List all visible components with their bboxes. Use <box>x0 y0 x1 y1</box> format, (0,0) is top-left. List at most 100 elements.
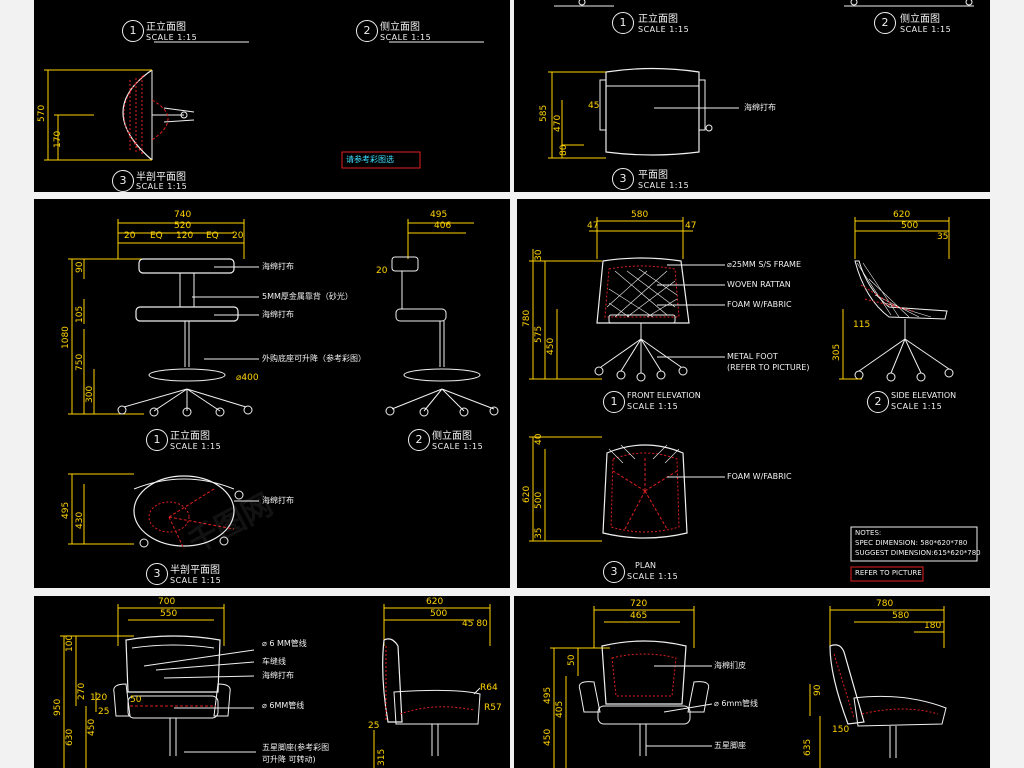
dim-305: 305 <box>832 343 842 361</box>
dim-1080: 1080 <box>61 326 71 349</box>
side-rattan-chair <box>854 260 954 382</box>
dim-105: 105 <box>75 305 85 323</box>
view-scale-3: SCALE 1:15 <box>638 181 690 190</box>
dim-120: 120 <box>90 693 108 703</box>
dim-270: 270 <box>77 682 87 700</box>
annotation-metal-foot: METAL FOOT <box>727 352 778 361</box>
view-title-3: 平面图 <box>638 170 668 181</box>
view-scale-3: SCALE 1:15 <box>170 576 222 585</box>
view-title-2: 侧立面图 <box>380 22 420 33</box>
drawing-panel-2: 1 正立面图 SCALE 1:15 2 侧立面图 SCALE 1:15 3 平面… <box>514 0 990 192</box>
panel-1-drawing <box>44 41 484 169</box>
dim-575: 575 <box>534 325 544 343</box>
plan-chair <box>599 67 739 156</box>
dim-20-b: 20 <box>232 231 244 241</box>
dim-35-b: 35 <box>534 527 544 539</box>
dim-465: 465 <box>630 611 648 621</box>
dim-950: 950 <box>53 698 63 716</box>
drawing-panel-3: 740 520 20 EQ 120 EQ 20 495 406 20 90 10… <box>34 199 510 588</box>
view-number-2: 2 <box>356 20 378 42</box>
side-office-chair <box>382 638 481 756</box>
front-office-chair <box>113 635 255 756</box>
dim-495-b: 495 <box>61 501 71 519</box>
dim-45: 45 <box>588 101 600 111</box>
view-number-1: 1 <box>603 391 625 413</box>
dim-150: 150 <box>832 725 850 735</box>
annotation-base: 五星脚座 <box>714 741 746 750</box>
side-executive-chair <box>829 644 947 758</box>
dim-50: 50 <box>567 654 577 666</box>
dim-620-b: 620 <box>522 485 532 503</box>
annotation-4: 外购底座可升降（参考彩图） <box>262 354 366 363</box>
panel-6-drawing <box>550 606 947 768</box>
dim-550: 550 <box>160 609 178 619</box>
view-scale-3: SCALE 1:15 <box>627 572 679 581</box>
view-title-1: 正立面图 <box>146 22 186 33</box>
dim-470: 470 <box>553 114 563 132</box>
annotation-pipe: ⌀ 6mm管线 <box>714 699 759 708</box>
dim-620: 620 <box>893 210 911 220</box>
view-scale-3: SCALE 1:15 <box>136 182 188 191</box>
view-title-1: 正立面图 <box>638 14 678 25</box>
dim-720: 720 <box>630 599 648 609</box>
view-number-3: 3 <box>112 170 134 192</box>
dim-495: 495 <box>430 210 448 220</box>
dim-50: 50 <box>130 695 142 705</box>
dim-120: 120 <box>176 231 194 241</box>
view-number-2: 2 <box>874 12 896 34</box>
dim-406: 406 <box>434 221 452 231</box>
half-plan-chair <box>122 69 195 161</box>
view-title-1: 正立面图 <box>170 431 210 442</box>
dim-90: 90 <box>75 261 85 273</box>
panel-4-drawing <box>529 217 978 582</box>
dim-400: ⌀400 <box>236 373 259 383</box>
view-number-3: 3 <box>603 561 625 583</box>
dim-r64: R64 <box>480 683 498 693</box>
dim-115: 115 <box>853 320 871 330</box>
view-scale-2: SCALE 1:15 <box>900 25 952 34</box>
annotation-3: 海绵打布 <box>262 310 294 319</box>
side-chair <box>385 256 499 417</box>
dim-450: 450 <box>87 718 97 736</box>
notes-suggest: SUGGEST DIMENSION:615*620*780 <box>855 549 981 557</box>
annotation-2: 5MM厚金属靠背（砂光） <box>262 292 353 301</box>
annotation-frame: ⌀25MM S/S FRAME <box>727 260 802 269</box>
annotation-pipe: ⌀ 6 MM管线 <box>262 639 307 648</box>
front-chair <box>117 258 253 417</box>
annotation-sponge: 海绵打布 <box>262 671 294 680</box>
view-scale-2: SCALE 1:15 <box>891 402 943 411</box>
dim-500: 500 <box>901 221 919 231</box>
dim-780: 780 <box>522 309 532 327</box>
annotation-pipe-2: ⌀ 6MM管线 <box>262 701 305 710</box>
view-number-1: 1 <box>146 429 168 451</box>
annotation-5: 海绵打布 <box>262 496 294 505</box>
view-scale-1: SCALE 1:15 <box>170 442 222 451</box>
dim-500-b: 500 <box>534 491 544 509</box>
view-scale-2: SCALE 1:15 <box>380 33 432 42</box>
view-number-3: 3 <box>612 168 634 190</box>
dim-180: 180 <box>924 621 942 631</box>
front-executive-chair <box>578 640 713 756</box>
view-title-3: 半剖平面图 <box>136 172 186 183</box>
dim-620: 620 <box>426 597 444 607</box>
view-number-2: 2 <box>867 391 889 413</box>
view-scale-1: SCALE 1:15 <box>638 25 690 34</box>
annotation-leather: 海棉扪皮 <box>714 661 746 670</box>
view-scale-1: SCALE 1:15 <box>146 33 198 42</box>
dim-635: 635 <box>803 738 813 756</box>
view-title-1: FRONT ELEVATION <box>627 391 701 400</box>
dim-100: 100 <box>65 634 75 652</box>
dim-405: 405 <box>555 700 565 718</box>
view-title-2: 侧立面图 <box>432 431 472 442</box>
dim-780: 780 <box>876 599 894 609</box>
dim-315: 315 <box>377 748 387 766</box>
view-number-2: 2 <box>408 429 430 451</box>
dim-495: 495 <box>543 686 553 704</box>
annotation-base-2: 可升降 可转动) <box>262 755 316 764</box>
annotation-foam: FOAM W/FABRIC <box>727 300 792 309</box>
view-number-1: 1 <box>122 20 144 42</box>
dim-700: 700 <box>158 597 176 607</box>
drawing-panel-4: 580 47 47 620 500 35 30 780 575 450 115 … <box>517 199 990 588</box>
view-number-3: 3 <box>146 563 168 585</box>
dim-25-a: 25 <box>98 707 110 717</box>
